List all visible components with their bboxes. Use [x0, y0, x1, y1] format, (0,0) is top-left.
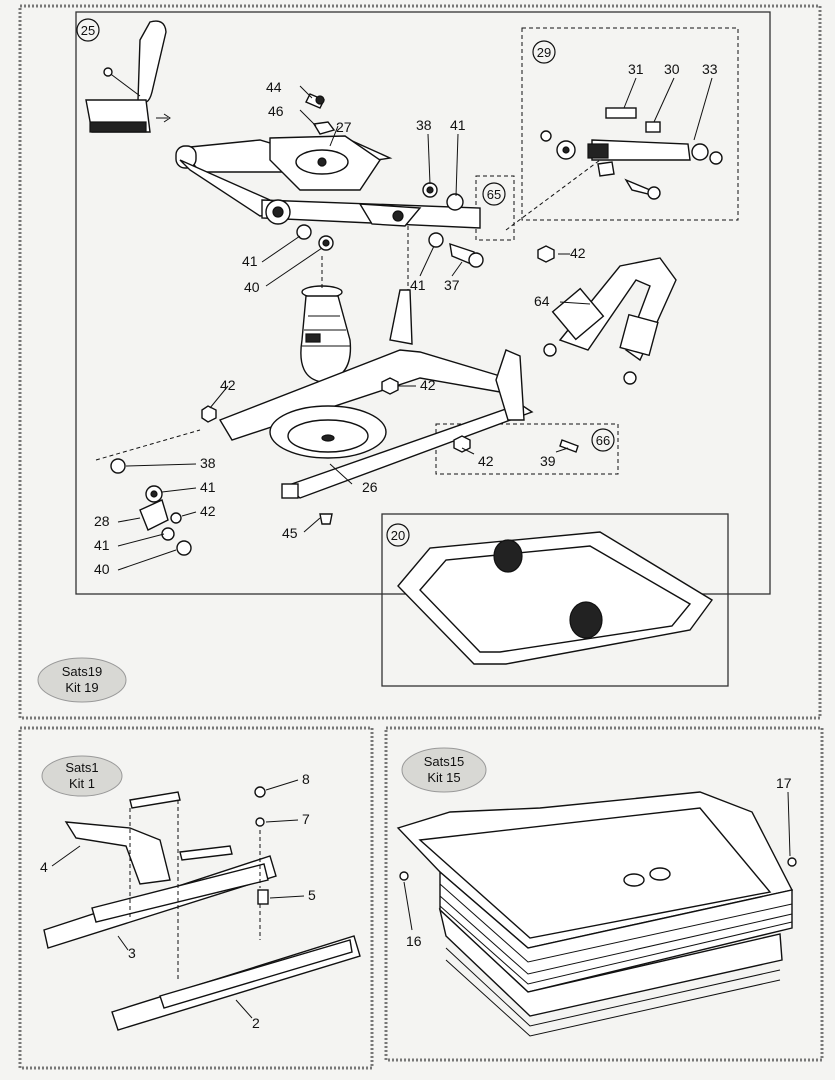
svg-text:Sats15: Sats15 — [424, 754, 464, 769]
circle-label-29: 29 — [532, 40, 556, 64]
air-spring-bellows — [300, 285, 352, 383]
pin-37 — [449, 242, 484, 268]
callout-42-middle: 42 — [420, 377, 436, 393]
callout-41-upper: 41 — [450, 117, 466, 133]
svg-text:Sats19: Sats19 — [62, 664, 102, 679]
callout-42-left: 42 — [220, 377, 236, 393]
upper-swing-arm-27 — [175, 135, 481, 229]
callout-64: 64 — [534, 293, 550, 309]
circle-label-25: 25 — [76, 18, 100, 42]
callout-8: 8 — [302, 771, 310, 787]
svg-text:Sats1: Sats1 — [65, 760, 98, 775]
dashed-box-29 — [521, 27, 739, 221]
bolt-44 — [305, 93, 325, 109]
callout-17: 17 — [776, 775, 792, 791]
dashed-box-66 — [435, 423, 619, 475]
callout-38-lower: 38 — [200, 455, 216, 471]
dashed-box-65 — [475, 175, 515, 241]
callout-4: 4 — [40, 859, 48, 875]
callout-39: 39 — [540, 453, 556, 469]
svg-text:25: 25 — [81, 23, 95, 38]
circle-label-66: 66 — [591, 428, 615, 452]
svg-text:65: 65 — [487, 187, 501, 202]
callout-5: 5 — [308, 887, 316, 903]
panel-kit19-border — [18, 4, 822, 720]
callout-31: 31 — [628, 61, 644, 77]
bracket-28 — [110, 458, 192, 556]
panel-kit1-border — [18, 726, 374, 1070]
circle-label-65: 65 — [482, 182, 506, 206]
circle-label-20: 20 — [386, 523, 410, 547]
callout-7: 7 — [302, 811, 310, 827]
lower-base-frame-26 — [218, 289, 534, 499]
svg-text:Kit 15: Kit 15 — [427, 770, 460, 785]
washers-41-40-left — [296, 224, 334, 251]
seat-rails-kit1 — [43, 786, 361, 1031]
screw-45 — [319, 513, 333, 525]
callout-27: 27 — [336, 119, 352, 135]
callout-26: 26 — [362, 479, 378, 495]
callout-38-upper: 38 — [416, 117, 432, 133]
svg-text:Kit 19: Kit 19 — [65, 680, 98, 695]
bolt-38-upper — [422, 182, 438, 198]
callout-44: 44 — [266, 79, 282, 95]
svg-text:29: 29 — [537, 45, 551, 60]
seat-base-frame-20 — [397, 531, 714, 665]
callout-30: 30 — [664, 61, 680, 77]
seat-belt-64 — [543, 257, 677, 385]
svg-text:20: 20 — [391, 528, 405, 543]
callout-41-center: 41 — [410, 277, 426, 293]
washer-41-upper — [446, 193, 464, 211]
callout-42-right: 42 — [570, 245, 586, 261]
badge-kit1: Sats1 Kit 1 — [41, 755, 123, 797]
callout-41-bottom: 41 — [94, 537, 110, 553]
washer-41-center — [428, 232, 444, 248]
nut-42-right — [537, 245, 555, 263]
svg-text:Kit 1: Kit 1 — [69, 776, 95, 791]
callout-37: 37 — [444, 277, 460, 293]
callout-46: 46 — [268, 103, 284, 119]
shock-absorber-29 — [540, 107, 723, 200]
seat-thumbnail — [85, 20, 171, 133]
panel-kit15-border — [384, 726, 824, 1062]
callout-3: 3 — [128, 945, 136, 961]
nut-42-lower — [453, 435, 471, 453]
callout-16: 16 — [406, 933, 422, 949]
bolt-39 — [559, 439, 579, 453]
callout-45: 45 — [282, 525, 298, 541]
badge-kit15: Sats15 Kit 15 — [401, 747, 487, 793]
callout-40-lower: 40 — [94, 561, 110, 577]
callout-2: 2 — [252, 1015, 260, 1031]
callout-28: 28 — [94, 513, 110, 529]
seat-pan-kit15 — [396, 791, 797, 1037]
frame-inset-20 — [381, 513, 729, 687]
callout-41-lower: 41 — [200, 479, 216, 495]
nut-46 — [312, 121, 336, 135]
nut-42-middle — [381, 377, 399, 395]
nut-42-left — [201, 405, 217, 423]
callout-40-upper: 40 — [244, 279, 260, 295]
svg-text:66: 66 — [596, 433, 610, 448]
badge-kit19: Sats19 Kit 19 — [37, 657, 127, 703]
callout-33: 33 — [702, 61, 718, 77]
callout-42-bracket: 42 — [200, 503, 216, 519]
callout-41-left: 41 — [242, 253, 258, 269]
callout-42-lower: 42 — [478, 453, 494, 469]
